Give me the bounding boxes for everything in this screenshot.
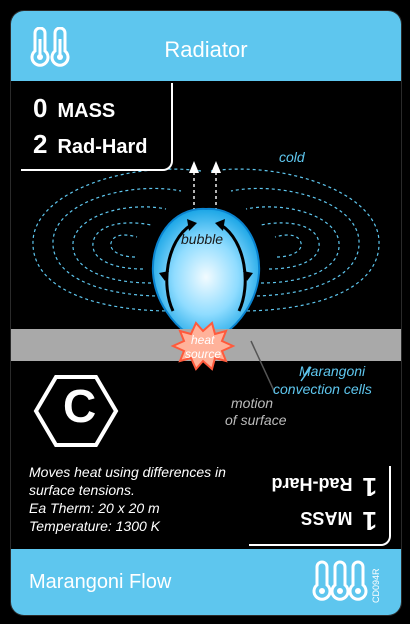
convection-cells-right <box>210 168 380 312</box>
source-label: source <box>185 347 222 361</box>
surface-label: of surface <box>225 412 287 428</box>
bubble-arrowheads <box>159 219 253 281</box>
card-title: Radiator <box>164 37 248 62</box>
rising-arrowheads <box>189 161 221 173</box>
convection-cells-left <box>32 168 202 312</box>
bubble-shape <box>151 207 261 334</box>
card-id: CD094R <box>371 568 381 604</box>
motion-label: motion <box>231 395 274 411</box>
flipped-stats-box: 1MASS 1Rad-Hard <box>249 466 391 546</box>
bubble-surface-arrows <box>165 223 247 312</box>
type-letter: C <box>63 380 97 432</box>
card-description: Moves heat using differences in surface … <box>29 463 249 535</box>
heat-source-icon <box>170 321 236 371</box>
game-card: Radiator <box>10 10 402 616</box>
convection-cells-label: convection cells <box>273 381 372 397</box>
rising-flow-lines <box>193 169 217 211</box>
cold-label: cold <box>279 149 305 165</box>
bubble-label: bubble <box>181 231 224 247</box>
flipped-mass-stat: 1MASS <box>300 506 377 536</box>
motion-pointer-line <box>250 340 276 394</box>
card-footer: Marangoni Flow CD094R <box>11 549 401 615</box>
card-header: Radiator <box>11 11 401 81</box>
marangoni-diagram <box>11 161 401 549</box>
hexagon-c-icon <box>33 375 119 447</box>
marangoni-label: Marangoni <box>299 363 366 379</box>
description-line: surface tensions. <box>29 482 135 498</box>
thermometers-icon <box>30 27 70 67</box>
description-line: Moves heat using differences in <box>29 464 226 480</box>
footer-title: Marangoni Flow <box>29 571 172 593</box>
heat-label: heat <box>191 333 215 347</box>
description-line: Ea Therm: 20 x 20 m <box>29 500 160 516</box>
triple-thermometer-icon <box>312 560 368 601</box>
cells-pointer-line <box>300 366 312 382</box>
description-line: Temperature: 1300 K <box>29 518 161 534</box>
flipped-radhard-stat: 1Rad-Hard <box>271 472 377 502</box>
